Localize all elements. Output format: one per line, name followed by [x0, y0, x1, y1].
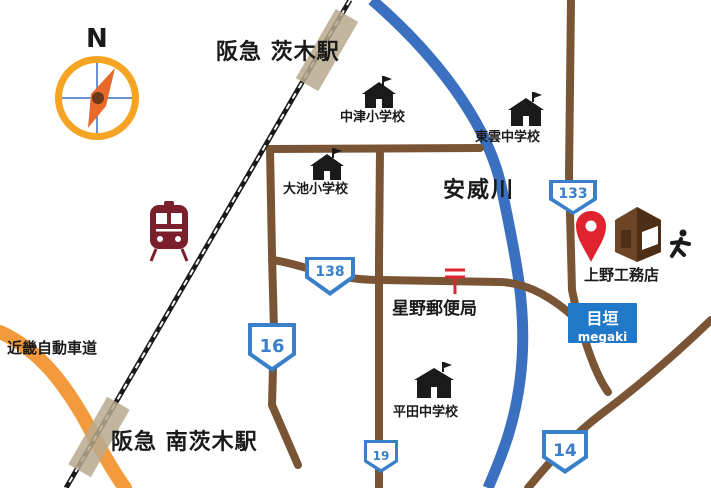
route-number-16: 16 — [259, 336, 284, 357]
route-number-133: 133 — [558, 186, 587, 202]
river-label: 安威川 — [443, 178, 516, 203]
school-icon-hirata — [414, 362, 454, 398]
walking-person-icon — [670, 229, 691, 258]
post-office-icon — [445, 268, 465, 294]
bus-stop-name: 目垣 — [586, 309, 619, 328]
station-label-ibaraki[interactable]: 阪急 茨木駅 — [216, 40, 340, 65]
road-138 — [268, 256, 579, 322]
route-number-14: 14 — [553, 441, 577, 461]
ibaraki-station-platform — [295, 8, 359, 92]
expressway-line — [0, 325, 132, 488]
station-label-minami-ibaraki[interactable]: 阪急 南茨木駅 — [111, 430, 258, 455]
road-upper-horizontal — [266, 144, 484, 153]
route-shield-133: 133 — [549, 180, 597, 215]
school-label-nakatsu: 中津小学校 — [340, 110, 406, 125]
destination-label[interactable]: 上野工務店 — [584, 266, 660, 284]
building-icon — [615, 207, 661, 262]
school-label-touun: 東雲中学校 — [475, 130, 541, 145]
route-shield-14: 14 — [542, 430, 588, 474]
route-number-19: 19 — [373, 449, 390, 463]
school-label-oike: 大池小学校 — [283, 182, 349, 197]
school-icon-touun — [508, 92, 544, 126]
school-icon-nakatsu — [362, 76, 396, 108]
school-icon-oike — [310, 148, 344, 180]
school-label-hirata: 平田中学校 — [393, 405, 459, 420]
route-number-138: 138 — [315, 264, 344, 280]
post-office-label: 星野郵便局 — [392, 299, 477, 319]
location-pin-icon — [576, 211, 606, 262]
minami-ibaraki-station-platform — [68, 396, 130, 478]
bus-stop-sign[interactable]: 目垣 megaki — [568, 303, 637, 344]
route-shield-16: 16 — [248, 323, 296, 372]
river-line — [368, 0, 529, 488]
expressway-label: 近畿自動車道 — [7, 339, 98, 357]
bus-stop-roman: megaki — [577, 330, 628, 344]
road-hirata-vertical — [375, 145, 384, 488]
compass-north-label: N — [86, 24, 108, 54]
route-shield-138: 138 — [305, 257, 355, 296]
train-icon — [149, 201, 189, 262]
compass-icon — [55, 56, 139, 140]
route-shield-19: 19 — [364, 440, 398, 473]
